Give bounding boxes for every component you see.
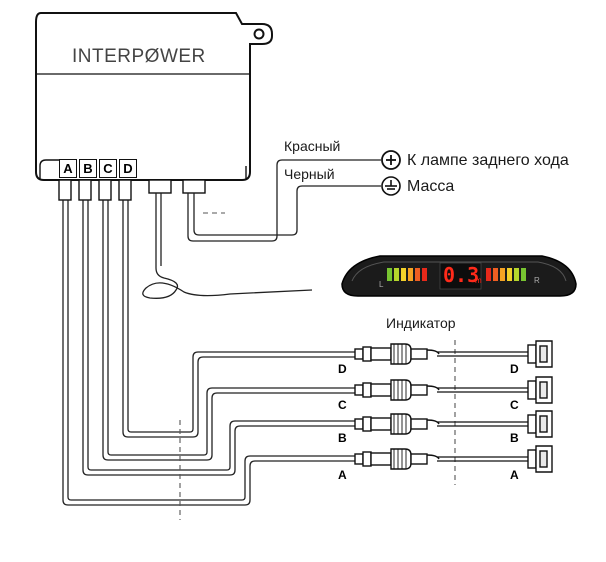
port-a: A [59, 159, 77, 178]
parking-indicator [341, 255, 577, 297]
sensor-c-left-label: C [338, 398, 347, 412]
indicator-unit: m [475, 276, 482, 285]
port-b: B [79, 159, 97, 178]
ground-terminal-icon [381, 176, 401, 196]
port-d: D [119, 159, 137, 178]
port-plugs [58, 179, 206, 201]
sensor-a-right-label: A [510, 468, 519, 482]
sensor-a-left-label: A [338, 468, 347, 482]
indicator-reading: 0.3 [443, 263, 480, 287]
sensor-b-right-label: B [510, 431, 519, 445]
sensor-c-right-label: C [510, 398, 519, 412]
control-unit [35, 12, 273, 181]
indicator-left-mark: L [379, 280, 384, 289]
sensor-c [354, 376, 553, 404]
sensor-d-right-label: D [510, 362, 519, 376]
brand-logo: INTERPØWER [72, 46, 206, 67]
reverse-lamp-label: К лампе заднего хода [407, 152, 569, 169]
sensor-b [354, 410, 553, 438]
sensor-d [354, 340, 553, 368]
right-bar-leds [486, 268, 526, 281]
sensor-d-left-label: D [338, 362, 347, 376]
sensor-b-left-label: B [338, 431, 347, 445]
left-bar-leds [387, 268, 427, 281]
port-c: C [99, 159, 117, 178]
indicator-caption: Индикатор [386, 315, 456, 331]
black-wire-label: Черный [284, 166, 335, 182]
plus-terminal-icon [381, 150, 401, 170]
ground-label: Масса [407, 178, 455, 195]
red-wire-label: Красный [284, 138, 341, 154]
sensors [354, 340, 553, 473]
harness-wires [62, 159, 381, 506]
sensor-a [354, 445, 553, 473]
indicator-right-mark: R [534, 276, 540, 285]
